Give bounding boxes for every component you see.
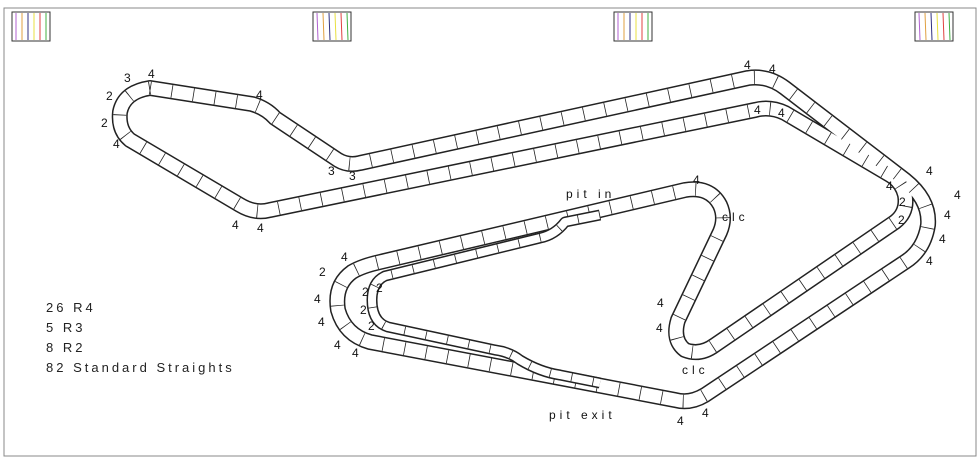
piece-label: 4: [334, 338, 341, 352]
page-border: [3, 7, 977, 457]
lane-line: [316, 12, 319, 41]
piece-label: 4: [318, 315, 325, 329]
lane-line: [948, 12, 951, 41]
lane-line: [346, 12, 349, 41]
lane-line: [334, 12, 337, 41]
lane-line: [942, 12, 945, 41]
piece-label: 4: [778, 106, 785, 120]
legend-r3: 5 R3: [46, 320, 86, 335]
piece-label: 2: [319, 265, 326, 279]
piece-label: 2: [360, 303, 367, 317]
piece-label: 4: [886, 179, 893, 193]
piece-label: 2: [899, 195, 906, 209]
piece-label: 2: [898, 213, 905, 227]
piece-label: 4: [926, 164, 933, 178]
clc-top-label: clc: [722, 210, 749, 224]
piece-label: 4: [744, 58, 751, 72]
piece-label: 4: [693, 173, 700, 187]
pit-lane: [366, 209, 602, 389]
piece-label: 3: [124, 71, 131, 85]
piece-label: 2: [368, 319, 375, 333]
pit-in-label: pit in: [566, 187, 615, 201]
piece-label: 4: [657, 296, 664, 310]
piece-label: 4: [148, 67, 155, 81]
piece-label: 4: [352, 346, 359, 360]
piece-label: 4: [944, 208, 951, 222]
lane-box: [914, 11, 954, 42]
lane-line: [340, 12, 343, 41]
piece-label: 3: [328, 164, 335, 178]
lane-line: [918, 12, 921, 41]
legend-r4: 26 R4: [46, 300, 96, 315]
piece-label: 2: [101, 116, 108, 130]
piece-label: 4: [232, 218, 239, 232]
lane-line: [936, 12, 939, 41]
piece-label: 4: [257, 221, 264, 235]
lane-box: [11, 11, 51, 42]
piece-label: 4: [769, 62, 776, 76]
main-track: [111, 69, 937, 410]
piece-label: 4: [656, 321, 663, 335]
piece-label: 4: [702, 406, 709, 420]
track-pieces: [111, 69, 937, 410]
lane-box: [312, 11, 352, 42]
lane-line: [328, 12, 331, 41]
piece-label: 4: [314, 292, 321, 306]
piece-label: 4: [954, 188, 961, 202]
piece-label: 4: [939, 232, 946, 246]
lane-color-boxes: [11, 11, 954, 42]
piece-label: 4: [256, 88, 263, 102]
lane-line: [930, 12, 933, 41]
legend-straights: 82 Standard Straights: [46, 360, 235, 375]
lane-line: [322, 12, 325, 41]
piece-label: 3: [349, 169, 356, 183]
piece-label: 2: [376, 281, 383, 295]
parts-legend: 26 R4 5 R3 8 R2 82 Standard Straights: [46, 298, 235, 378]
piece-label: 4: [754, 103, 761, 117]
piece-label: 2: [362, 285, 369, 299]
clc-bottom-label: clc: [682, 363, 709, 377]
lane-line: [924, 12, 927, 41]
pit-exit-label: pit exit: [549, 408, 616, 422]
piece-label: 4: [926, 254, 933, 268]
lane-box: [613, 11, 653, 42]
piece-label: 4: [113, 137, 120, 151]
legend-r2: 8 R2: [46, 340, 86, 355]
piece-label: 4: [341, 250, 348, 264]
piece-label: 4: [677, 414, 684, 428]
piece-label: 2: [106, 89, 113, 103]
